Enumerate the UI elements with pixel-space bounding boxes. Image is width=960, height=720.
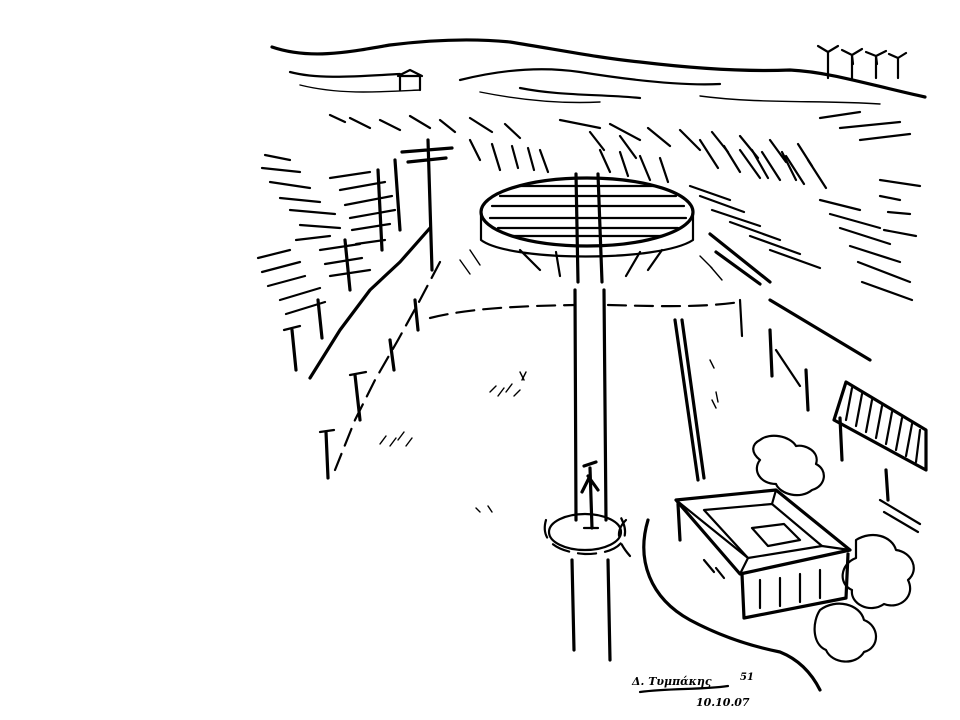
mountain-ridge xyxy=(270,38,927,105)
foreground-road xyxy=(570,518,822,692)
statue-roundabout xyxy=(543,460,627,556)
left-avenue xyxy=(282,226,442,480)
right-building xyxy=(832,380,928,534)
utility-poles xyxy=(393,138,454,272)
lawn-shrubs xyxy=(379,359,719,513)
plaza-paths xyxy=(428,288,744,522)
right-trees xyxy=(688,148,918,362)
signature-underline xyxy=(638,684,730,694)
middle-ground-hatching xyxy=(328,110,922,188)
artist-signature: Δ. Τυμπάκης xyxy=(631,675,712,688)
pavilion xyxy=(674,488,852,620)
wind-turbine-icons xyxy=(816,44,908,82)
signature-block: Δ. Τυμπάκης 51 10.10.07 xyxy=(631,672,754,709)
sketch-date: 10.10.07 xyxy=(696,696,750,709)
stadium xyxy=(459,172,723,284)
signature-number: 51 xyxy=(740,672,754,683)
right-posts xyxy=(768,328,890,502)
left-trees xyxy=(256,153,397,316)
distant-building xyxy=(396,68,424,92)
